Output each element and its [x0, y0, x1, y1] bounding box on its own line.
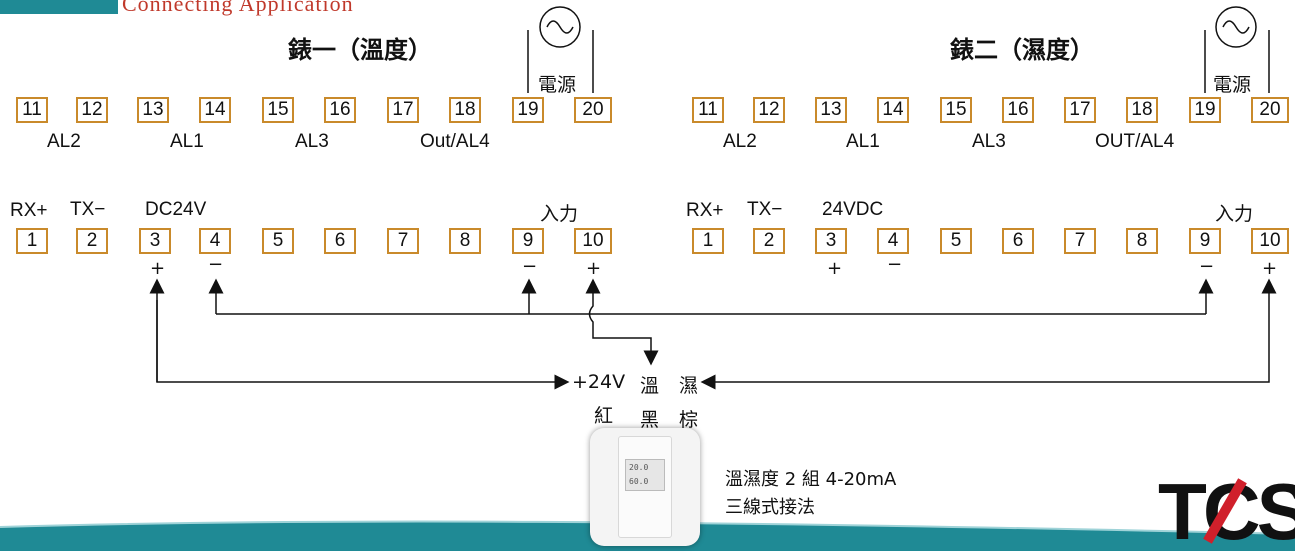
- wire-humidity-signal: [700, 300, 1270, 390]
- meter2-terminal-7[interactable]: 7: [1064, 228, 1096, 254]
- meter1-label-out-al4: Out/AL4: [420, 131, 490, 152]
- meter2-label-al2: AL2: [723, 131, 757, 152]
- meter2-terminal-1[interactable]: 1: [692, 228, 724, 254]
- meter2-title: 錶二（濕度）: [950, 36, 1094, 64]
- wiring-note-line-1: 溫濕度 2 組 4-20mA: [725, 469, 897, 490]
- meter1-terminal-8[interactable]: 8: [449, 228, 481, 254]
- meter1-terminal-15[interactable]: 15: [262, 97, 294, 123]
- meter1-terminal-18[interactable]: 18: [449, 97, 481, 123]
- meter2-terminal-16[interactable]: 16: [1002, 97, 1034, 123]
- header-subtitle: Connecting Application: [122, 0, 354, 16]
- sensor-lcd-line-2: 60.0: [629, 477, 649, 486]
- meter1-terminal-7[interactable]: 7: [387, 228, 419, 254]
- meter1-label-al3: AL3: [295, 131, 329, 152]
- meter2-terminal-5[interactable]: 5: [940, 228, 972, 254]
- sensor-wire-24v-label: +24V: [572, 371, 626, 393]
- meter2-terminal-17[interactable]: 17: [1064, 97, 1096, 123]
- header-title-block: [0, 0, 118, 14]
- meter1-terminal-2[interactable]: 2: [76, 228, 108, 254]
- meter2-terminal-18[interactable]: 18: [1126, 97, 1158, 123]
- meter1-input-label: 入力: [540, 203, 579, 225]
- sensor-wire-temp-label: 溫: [640, 375, 660, 397]
- meter1-rx-label: RX+: [10, 200, 48, 221]
- meter1-terminal-1[interactable]: 1: [16, 228, 48, 254]
- meter2-label-al1: AL1: [846, 131, 880, 152]
- meter1-label-al1: AL1: [170, 131, 204, 152]
- meter2-dc-label: 24VDC: [822, 199, 884, 220]
- meter1-sign-10: +: [586, 258, 602, 279]
- wiring-note: 溫濕度 2 組 4-20mA 三線式接法: [725, 466, 896, 522]
- meter1-sign-9: −: [522, 256, 538, 277]
- sensor-lcd-line-1: 20.0: [629, 463, 649, 472]
- meter2-terminal-10[interactable]: 10: [1251, 228, 1289, 254]
- meter1-terminal-13[interactable]: 13: [137, 97, 169, 123]
- meter1-title: 錶一（溫度）: [288, 36, 432, 64]
- meter1-terminal-17[interactable]: 17: [387, 97, 419, 123]
- meter1-terminal-9[interactable]: 9: [512, 228, 544, 254]
- meter2-sign-4: −: [887, 254, 903, 275]
- wire-24v-meter1: [156, 300, 570, 390]
- meter1-terminal-11[interactable]: 11: [16, 97, 48, 123]
- meter2-terminal-2[interactable]: 2: [753, 228, 785, 254]
- sensor-wire-black-label: 黑: [640, 409, 660, 431]
- meter2-terminal-3[interactable]: 3: [815, 228, 847, 254]
- meter1-terminal-5[interactable]: 5: [262, 228, 294, 254]
- meter2-terminal-20[interactable]: 20: [1251, 97, 1289, 123]
- meter1-terminal-19[interactable]: 19: [512, 97, 544, 123]
- meter1-terminal-12[interactable]: 12: [76, 97, 108, 123]
- meter2-terminal-13[interactable]: 13: [815, 97, 847, 123]
- meter2-rx-label: RX+: [686, 200, 724, 221]
- meter2-label-out-al4: OUT/AL4: [1095, 131, 1175, 152]
- meter2-terminal-11[interactable]: 11: [692, 97, 724, 123]
- meter1-terminal-20[interactable]: 20: [574, 97, 612, 123]
- meter1-terminal-6[interactable]: 6: [324, 228, 356, 254]
- wire-temp-signal: [588, 300, 659, 366]
- meter2-terminal-12[interactable]: 12: [753, 97, 785, 123]
- meter1-sign-4: −: [208, 254, 224, 275]
- sensor-wire-red-label: 紅: [594, 405, 614, 427]
- meter1-terminal-3[interactable]: 3: [139, 228, 171, 254]
- meter1-dc-label: DC24V: [145, 199, 207, 220]
- meter1-terminal-14[interactable]: 14: [199, 97, 231, 123]
- wiring-note-line-2: 三線式接法: [725, 497, 815, 518]
- meter2-terminal-4[interactable]: 4: [877, 228, 909, 254]
- meter2-terminal-9[interactable]: 9: [1189, 228, 1221, 254]
- meter2-terminal-15[interactable]: 15: [940, 97, 972, 123]
- meter2-sign-3: +: [827, 258, 843, 279]
- meter2-terminal-8[interactable]: 8: [1126, 228, 1158, 254]
- meter2-terminal-19[interactable]: 19: [1189, 97, 1221, 123]
- meter1-power-label: 電源: [538, 74, 577, 96]
- meter2-terminal-14[interactable]: 14: [877, 97, 909, 123]
- meter1-tx-label: TX−: [70, 199, 106, 220]
- meter1-sign-3: +: [150, 258, 166, 279]
- meter2-tx-label: TX−: [747, 199, 783, 220]
- meter2-power-source-icon: [1204, 6, 1270, 93]
- meter2-label-al3: AL3: [972, 131, 1006, 152]
- meter1-terminal-4[interactable]: 4: [199, 228, 231, 254]
- meter2-sign-10: +: [1262, 258, 1278, 279]
- meter2-input-label: 入力: [1215, 203, 1254, 225]
- temperature-humidity-transmitter-image: 20.0 60.0: [590, 428, 700, 546]
- sensor-wire-humidity-label: 濕: [679, 375, 699, 397]
- meter1-label-al2: AL2: [47, 131, 81, 152]
- meter1-terminal-16[interactable]: 16: [324, 97, 356, 123]
- sensor-lcd-display: 20.0 60.0: [625, 459, 665, 491]
- meter1-power-source-icon: [527, 6, 594, 93]
- tcs-logo: TCS: [1158, 466, 1295, 558]
- meter2-terminal-6[interactable]: 6: [1002, 228, 1034, 254]
- meter2-sign-9: −: [1199, 256, 1215, 277]
- meter1-terminal-10[interactable]: 10: [574, 228, 612, 254]
- sensor-wire-brown-label: 棕: [679, 409, 699, 431]
- meter2-power-label: 電源: [1213, 74, 1252, 96]
